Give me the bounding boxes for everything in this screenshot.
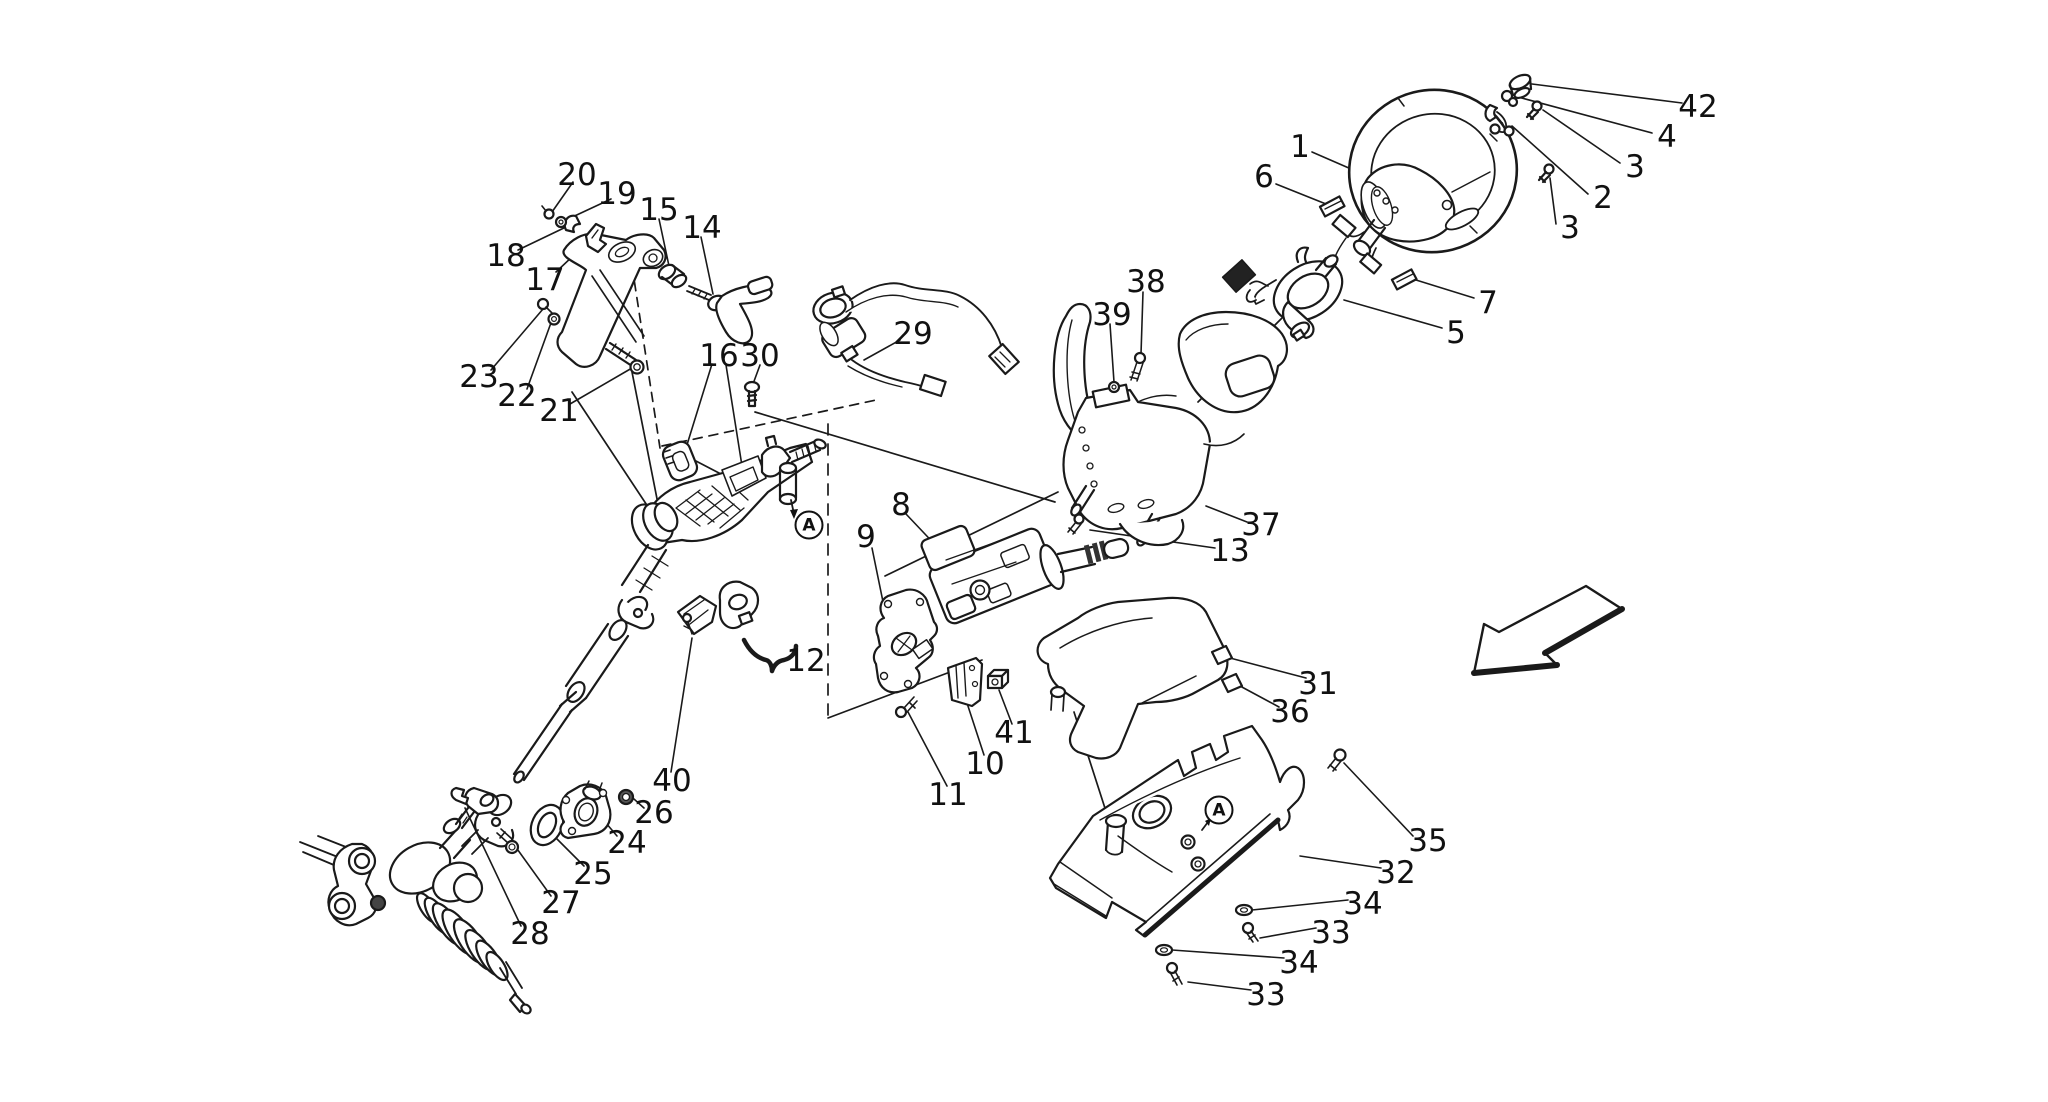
steering-rack <box>299 786 532 1015</box>
bolt-21 <box>604 341 645 375</box>
washer-22 <box>547 312 561 326</box>
wheel-fasteners <box>1484 73 1555 184</box>
nut-26 <box>617 788 635 806</box>
column-stop-bracket <box>718 580 760 630</box>
screw-3-lower <box>1537 163 1555 184</box>
screw-38 <box>1129 351 1147 382</box>
lower-shroud <box>1048 724 1306 938</box>
combination-switch <box>920 524 1130 625</box>
screw-3-upper <box>1525 100 1543 121</box>
screw-20 <box>541 205 555 220</box>
flange-24 <box>559 780 612 840</box>
upper-column <box>620 434 827 594</box>
bolt-23 <box>536 297 553 314</box>
screw-13 <box>1067 513 1085 535</box>
plate-10 <box>946 656 984 708</box>
clamp-40 <box>676 594 718 636</box>
screw-35 <box>1327 748 1347 772</box>
steering-wheel <box>1331 88 1519 277</box>
upper-shroud <box>1036 596 1244 760</box>
washer-34-right <box>1234 903 1254 917</box>
u-joint-upper <box>617 595 655 630</box>
bushing-15 <box>657 263 688 289</box>
release-lever-14 <box>686 275 774 345</box>
brace-12 <box>741 637 799 674</box>
spacer-clip-6 <box>1318 195 1346 218</box>
clock-spring <box>1221 246 1344 342</box>
spacer-clip-7 <box>1390 268 1418 291</box>
intermediate-shaft <box>512 619 630 784</box>
washer-34-left <box>1154 943 1174 957</box>
screw-33-right <box>1241 921 1259 943</box>
screw-11 <box>894 696 918 719</box>
direction-arrow <box>1471 584 1625 676</box>
column-top-bracket <box>536 205 667 375</box>
grommet-16 <box>661 440 699 482</box>
paddle-bracket-37 <box>1052 302 1288 547</box>
screw-30 <box>743 380 761 408</box>
washer-39 <box>1107 380 1121 394</box>
gasket-25 <box>529 803 565 847</box>
nut-41 <box>986 668 1010 690</box>
screw-27 <box>496 828 520 855</box>
immobilizer-harness <box>812 282 1020 398</box>
clip-18 <box>563 214 582 234</box>
mount-plate-9 <box>872 588 939 694</box>
clip-28 <box>450 786 470 806</box>
screw-33-left <box>1165 961 1183 986</box>
clip-17 <box>584 222 608 254</box>
washer-19 <box>554 215 568 229</box>
